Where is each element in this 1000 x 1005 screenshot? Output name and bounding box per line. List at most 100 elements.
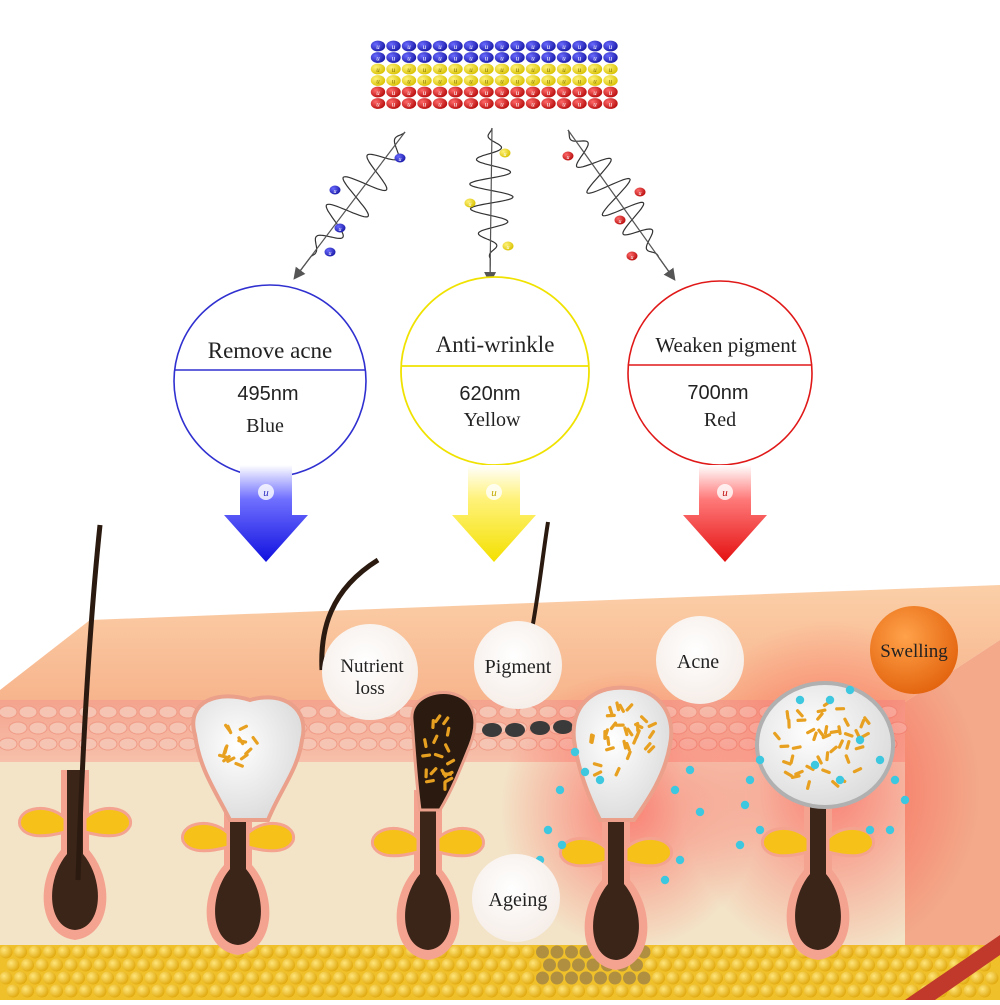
fat-cell <box>14 971 27 985</box>
light-particle <box>572 86 587 98</box>
fat-cell <box>449 945 462 959</box>
bacterium <box>615 701 621 712</box>
pigment-label: Pigment <box>485 656 552 678</box>
light-particle-letter: u <box>485 101 489 109</box>
epidermis-cell <box>318 737 338 751</box>
fat-cell <box>978 984 991 998</box>
bacterium <box>222 754 231 763</box>
fat-cell <box>362 971 375 985</box>
fat-cell <box>354 958 368 972</box>
epidermis-cell <box>18 705 38 719</box>
bacterium <box>625 741 631 752</box>
epidermis-cell <box>148 721 168 735</box>
epidermis-cell <box>478 737 498 751</box>
bacterium <box>843 732 854 738</box>
fat-cell <box>267 958 281 972</box>
wave-particle-letter: u <box>469 202 472 208</box>
fat-cell <box>644 984 658 998</box>
fat-cell <box>731 958 745 972</box>
epidermis-cell <box>388 721 408 735</box>
light-particle-letter: u <box>376 43 380 51</box>
bacterium <box>432 734 439 745</box>
light-particle-letter: u <box>392 78 396 86</box>
wave-particle-letter: u <box>339 227 342 233</box>
light-particle <box>463 52 479 63</box>
fat-cell <box>884 971 897 985</box>
fat-cell <box>804 958 817 972</box>
fat-cell <box>449 971 462 985</box>
follicle-bulb <box>405 790 451 950</box>
epidermis-cell <box>0 705 18 719</box>
light-particle-letter: u <box>469 78 473 86</box>
blue-arrow: u <box>224 465 308 562</box>
light-particle <box>525 63 541 75</box>
bacterium <box>217 753 228 759</box>
light-particle-letter: u <box>531 101 535 109</box>
epidermis-cell <box>28 721 48 735</box>
fat-cell <box>463 945 477 959</box>
yellow-arrow: u <box>452 465 536 562</box>
fat-cell <box>710 971 723 985</box>
fat-cell <box>746 958 759 972</box>
fat-cell <box>57 971 71 985</box>
yellow-light-title: Anti-wrinkle <box>436 332 555 357</box>
fat-cell <box>550 945 564 959</box>
light-particle <box>417 52 432 63</box>
yellow-light-circle: Anti-wrinkle 620nm Yellow <box>400 276 590 466</box>
light-particle-letter: u <box>531 78 535 86</box>
fat-cell <box>470 958 484 972</box>
fat-cell <box>166 984 179 998</box>
inflammatory-cell <box>660 875 670 885</box>
bacterium <box>605 713 616 718</box>
fat-cell <box>499 984 513 998</box>
nutrient-loss-line1: Nutrient <box>340 656 404 677</box>
wave-particle-letter: u <box>619 219 622 225</box>
fat-cell <box>28 945 42 959</box>
fat-cell <box>739 971 752 985</box>
fat-cell <box>122 984 136 998</box>
bacterium <box>623 726 629 737</box>
fat-cell <box>608 971 622 985</box>
fat-cell <box>369 984 382 998</box>
bacterium <box>226 724 233 735</box>
fat-cell <box>514 984 527 998</box>
fat-cell <box>543 958 556 972</box>
bacterium <box>222 746 228 756</box>
light-particle <box>556 40 572 52</box>
light-particle-letter: u <box>531 55 535 63</box>
fat-cell <box>492 971 506 985</box>
bacterium <box>421 753 432 758</box>
light-particle <box>572 63 587 75</box>
light-particle <box>541 52 556 63</box>
fat-cell <box>354 984 368 998</box>
fat-cell <box>318 945 332 959</box>
fat-cell <box>731 984 745 998</box>
fat-cell <box>586 984 600 998</box>
yellow-arrow-particle-letter: u <box>491 487 497 499</box>
fat-cell <box>0 971 13 985</box>
fat-cell <box>833 984 846 998</box>
wave-line <box>296 131 406 276</box>
light-particle-letter: u <box>392 55 396 63</box>
light-particle <box>556 75 572 86</box>
fat-cell <box>789 958 803 972</box>
fat-cell <box>441 984 455 998</box>
light-particle <box>510 98 525 109</box>
light-particle <box>525 75 541 86</box>
light-particle-letter: u <box>593 78 597 86</box>
light-particle <box>417 40 432 52</box>
fat-cell <box>956 945 970 959</box>
follicle-bulb <box>593 800 639 960</box>
wave-axis-arrow <box>484 127 497 284</box>
fat-cell <box>130 945 143 959</box>
wave-particle <box>614 215 626 225</box>
fat-cell <box>753 971 767 985</box>
light-particle <box>541 75 556 86</box>
bacterium <box>837 725 842 736</box>
light-particle-letter: u <box>376 66 380 74</box>
wave-axis-arrow <box>293 131 406 280</box>
fat-cell <box>398 958 411 972</box>
fat-cell <box>550 971 564 985</box>
